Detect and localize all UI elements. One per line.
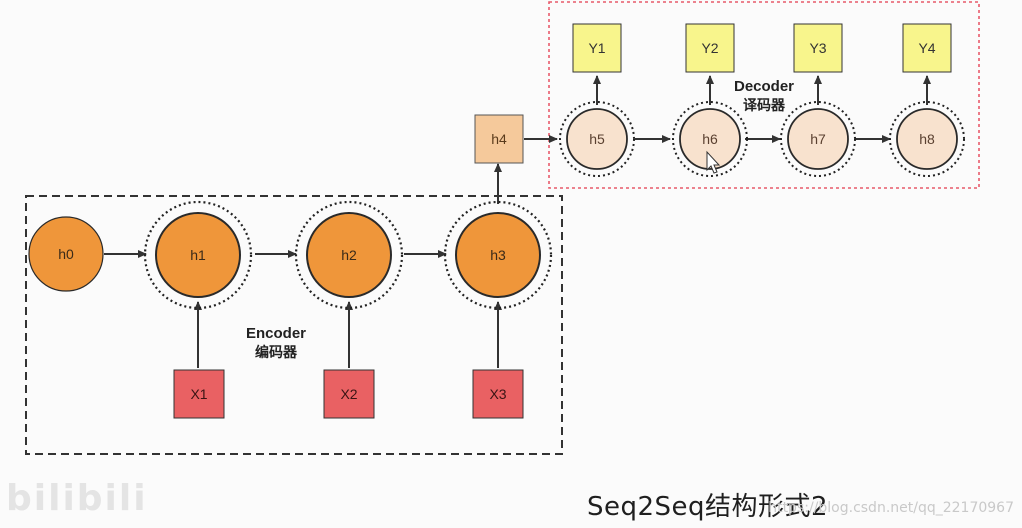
encoder-node-h1: h1	[143, 200, 253, 310]
decoder-node-label: h8	[919, 131, 935, 147]
encoder-node-h2: h2	[294, 200, 404, 310]
csdn-watermark: https://blog.csdn.net/qq_22170967	[768, 500, 1014, 516]
decoder-node-h5: h5	[559, 101, 635, 177]
encoder-label: Encoder	[246, 325, 306, 342]
decoder-node-label: h6	[702, 131, 718, 147]
encoder-node-label: h3	[490, 247, 506, 263]
output-box-y4: Y4	[902, 23, 952, 73]
output-box-label: Y1	[588, 40, 605, 56]
decoder-node-h6: h6	[672, 101, 748, 177]
encoder-node-h3: h3	[443, 200, 553, 310]
decoder-node-label: h5	[589, 131, 605, 147]
context-node-label: h4	[491, 131, 507, 147]
output-box-label: Y3	[809, 40, 826, 56]
input-box-label: X3	[489, 386, 506, 402]
decoder-node-h7: h7	[780, 101, 856, 177]
mouse-cursor-icon	[706, 150, 721, 174]
decoder-label-cn: 译码器	[743, 97, 786, 113]
output-box-y3: Y3	[793, 23, 843, 73]
encoder-node-label: h2	[341, 247, 357, 263]
input-box-x1: X1	[173, 369, 225, 419]
output-box-y2: Y2	[685, 23, 735, 73]
input-box-label: X1	[190, 386, 207, 402]
encoder-frame	[25, 195, 563, 455]
slide-caption: Seq2Seq结构形式2	[587, 492, 829, 522]
input-box-x3: X3	[472, 369, 524, 419]
bilibili-logo: bilibili	[6, 478, 148, 519]
context-node-h4: h4	[474, 114, 524, 164]
encoder-node-label: h0	[58, 246, 74, 262]
input-box-label: X2	[340, 386, 357, 402]
encoder-node-label: h1	[190, 247, 206, 263]
output-box-label: Y2	[701, 40, 718, 56]
output-box-y1: Y1	[572, 23, 622, 73]
encoder-node-h0: h0	[28, 216, 104, 292]
decoder-node-h8: h8	[889, 101, 965, 177]
decoder-frame	[548, 1, 980, 189]
output-box-label: Y4	[918, 40, 935, 56]
input-box-x2: X2	[323, 369, 375, 419]
decoder-label: Decoder	[734, 78, 794, 95]
decoder-node-label: h7	[810, 131, 826, 147]
encoder-label-cn: 编码器	[255, 344, 298, 360]
